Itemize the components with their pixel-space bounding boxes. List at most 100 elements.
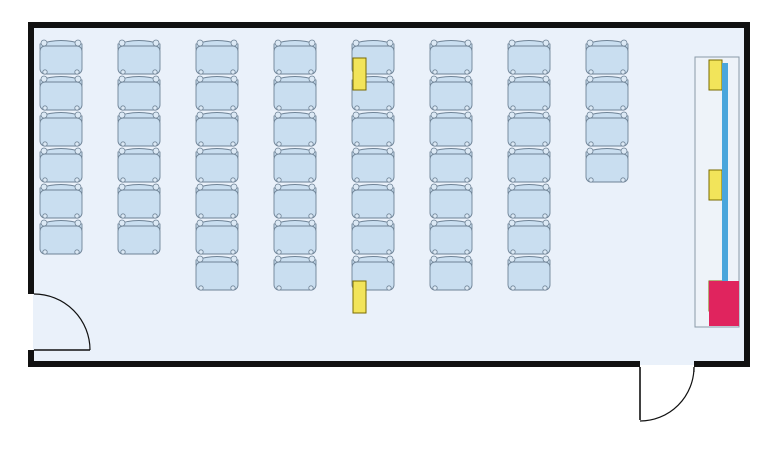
seat-leg-left <box>510 69 516 75</box>
door-left[interactable] <box>33 293 91 351</box>
seat-armrest-left <box>586 75 594 83</box>
seat-body <box>39 117 83 147</box>
seat-leg-left <box>198 285 204 291</box>
seat-body <box>273 117 317 147</box>
seat-leg-left <box>354 249 360 255</box>
seat-leg-right <box>152 141 158 147</box>
seat-body <box>429 81 473 111</box>
seat-leg-left <box>588 105 594 111</box>
seat-armrest-right <box>386 219 394 227</box>
seat-leg-right <box>542 69 548 75</box>
seat-leg-left <box>588 69 594 75</box>
seat-leg-right <box>74 105 80 111</box>
seat-leg-left <box>588 141 594 147</box>
seat-armrest-right <box>464 219 472 227</box>
seat-leg-right <box>386 249 392 255</box>
door-left-swing-arc <box>33 293 91 351</box>
seat-c8-r4 <box>585 147 629 183</box>
seat-c7-r4 <box>507 147 551 183</box>
seat-leg-right <box>152 249 158 255</box>
seat-armrest-right <box>308 111 316 119</box>
seat-armrest-right <box>308 183 316 191</box>
seat-leg-right <box>308 141 314 147</box>
seat-c6-r2 <box>429 75 473 111</box>
door-bottom-right[interactable] <box>639 366 695 422</box>
seat-armrest-right <box>542 75 550 83</box>
seat-leg-left <box>198 249 204 255</box>
seat-leg-left <box>198 105 204 111</box>
seat-c1-r5 <box>39 183 83 219</box>
seat-c8-r3 <box>585 111 629 147</box>
seat-armrest-right <box>464 39 472 47</box>
seat-armrest-right <box>386 147 394 155</box>
seat-armrest-right <box>308 75 316 83</box>
seat-armrest-left <box>118 75 126 83</box>
seat-c3-r5 <box>195 183 239 219</box>
seat-leg-right <box>386 177 392 183</box>
seat-armrest-right <box>74 183 82 191</box>
seat-armrest-left <box>352 147 360 155</box>
seat-armrest-right <box>464 183 472 191</box>
seat-c1-r2 <box>39 75 83 111</box>
seat-leg-right <box>386 285 392 291</box>
seat-body <box>39 81 83 111</box>
seat-leg-right <box>74 141 80 147</box>
seat-armrest-right <box>230 219 238 227</box>
seat-c2-r1 <box>117 39 161 75</box>
seat-c6-r1 <box>429 39 473 75</box>
seat-leg-left <box>510 285 516 291</box>
seat-leg-left <box>354 213 360 219</box>
seat-armrest-left <box>118 39 126 47</box>
wall-bottom-left <box>28 361 640 367</box>
seat-c2-r6 <box>117 219 161 255</box>
seat-armrest-right <box>386 255 394 263</box>
seat-body <box>507 45 551 75</box>
seat-leg-left <box>42 249 48 255</box>
seat-leg-left <box>354 141 360 147</box>
seat-armrest-right <box>464 147 472 155</box>
seat-body <box>195 189 239 219</box>
seat-armrest-left <box>274 39 282 47</box>
seat-leg-right <box>230 105 236 111</box>
seat-armrest-left <box>430 255 438 263</box>
seat-armrest-left <box>118 219 126 227</box>
seat-body <box>273 45 317 75</box>
seat-leg-right <box>464 213 470 219</box>
seat-armrest-left <box>274 75 282 83</box>
seat-armrest-left <box>586 111 594 119</box>
seat-armrest-left <box>196 219 204 227</box>
yellow-marker-3 <box>708 59 723 91</box>
seat-body <box>39 45 83 75</box>
seat-c1-r4 <box>39 147 83 183</box>
seat-c5-r4 <box>351 147 395 183</box>
seat-leg-right <box>308 105 314 111</box>
seat-leg-left <box>42 69 48 75</box>
seat-body <box>195 261 239 291</box>
seat-leg-left <box>510 213 516 219</box>
seat-armrest-left <box>40 75 48 83</box>
seat-body <box>585 81 629 111</box>
seat-body <box>195 117 239 147</box>
seat-armrest-left <box>274 147 282 155</box>
seat-leg-right <box>620 141 626 147</box>
seat-leg-right <box>308 177 314 183</box>
seat-armrest-left <box>352 111 360 119</box>
seat-armrest-right <box>620 147 628 155</box>
seat-armrest-right <box>152 147 160 155</box>
seat-leg-right <box>308 285 314 291</box>
seat-leg-left <box>42 105 48 111</box>
seat-leg-right <box>464 177 470 183</box>
seat-leg-right <box>230 249 236 255</box>
seat-body <box>117 225 161 255</box>
seat-armrest-right <box>230 183 238 191</box>
seat-body <box>429 117 473 147</box>
seat-leg-left <box>198 213 204 219</box>
seat-armrest-right <box>74 147 82 155</box>
seat-body <box>351 225 395 255</box>
seat-leg-left <box>432 69 438 75</box>
seat-leg-left <box>510 105 516 111</box>
seat-armrest-right <box>230 75 238 83</box>
seat-leg-right <box>386 105 392 111</box>
seat-c7-r2 <box>507 75 551 111</box>
seat-armrest-right <box>152 75 160 83</box>
